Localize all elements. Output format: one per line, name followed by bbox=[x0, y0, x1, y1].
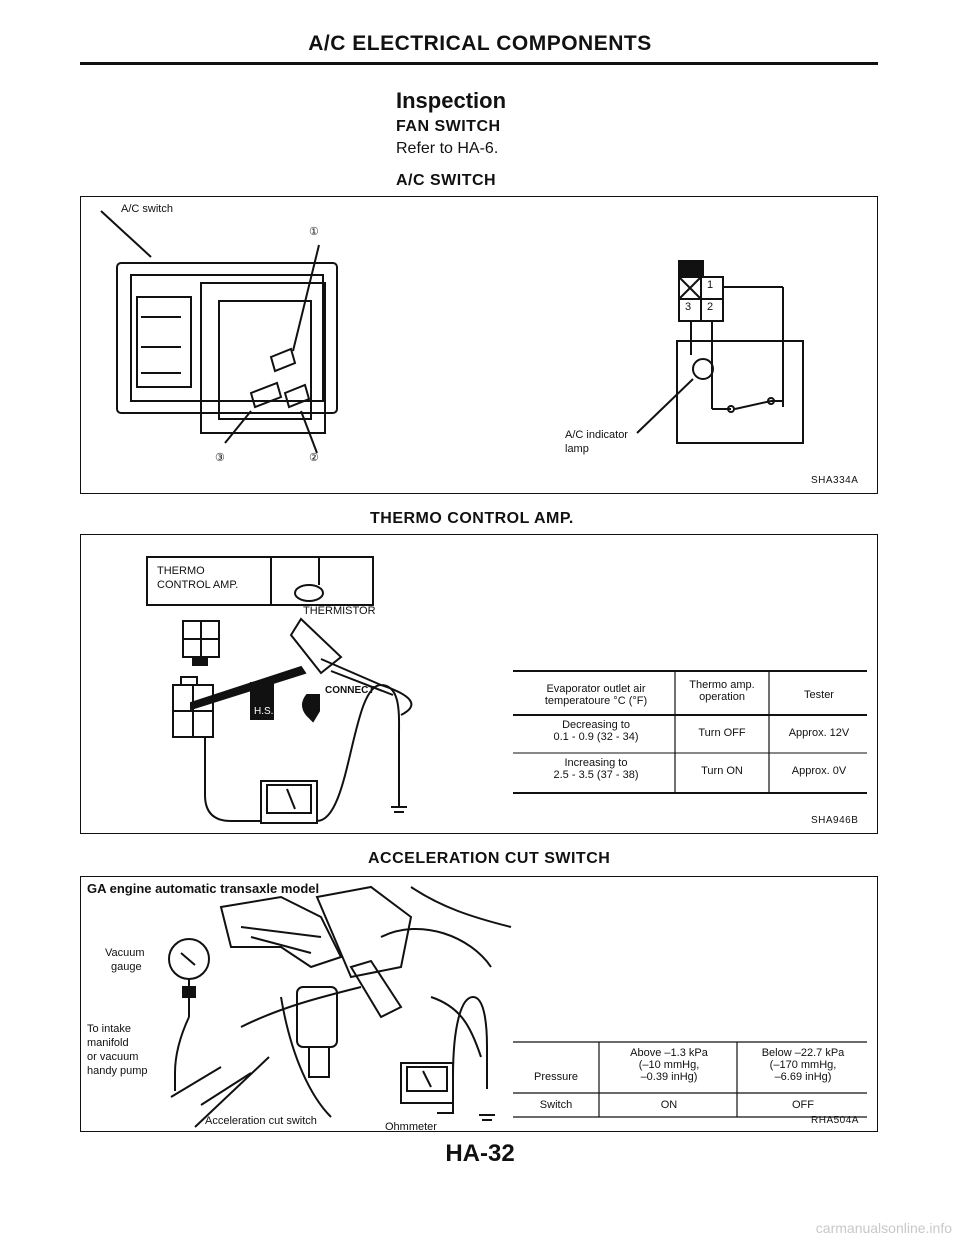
hs-label: H.S. bbox=[254, 706, 274, 717]
accel-drawing bbox=[168, 885, 867, 1128]
fan-switch-title: FAN SWITCH bbox=[396, 118, 501, 135]
ac-switch-label: A/C switch bbox=[121, 203, 173, 215]
ac-switch-figure: A/C switch ① ② ③ 1 2 3 A/C indicator lam… bbox=[80, 196, 878, 494]
thermo-col-2-header: Thermo amp.operation bbox=[689, 679, 755, 703]
accel-switch-header: Switch bbox=[539, 1099, 573, 1111]
thermo-figure: THERMO CONTROL AMP. THERMISTOR CONNECT H… bbox=[80, 534, 878, 834]
pin-2-label: ② bbox=[309, 452, 319, 464]
figure-code: SHA334A bbox=[811, 475, 859, 486]
watermark: carmanualsonline.info bbox=[815, 1220, 952, 1236]
accel-title: ACCELERATION CUT SWITCH bbox=[368, 850, 611, 867]
intake-label-3: or vacuum bbox=[87, 1051, 139, 1063]
accel-switch-off: OFF bbox=[792, 1099, 814, 1111]
intake-label-4: handy pump bbox=[87, 1065, 148, 1077]
figure-code: SHA946B bbox=[811, 815, 859, 826]
thermo-row-2-tester: Approx. 0V bbox=[791, 765, 847, 777]
accel-pressure-on: Above –1.3 kPa(–10 mmHg,–0.39 inHg) bbox=[630, 1047, 708, 1083]
page-number: HA-32 bbox=[445, 1140, 515, 1167]
lamp-label: lamp bbox=[565, 443, 589, 455]
figure-code: RHA504A bbox=[811, 1115, 859, 1126]
ac-switch-title: A/C SWITCH bbox=[396, 172, 497, 189]
thermistor-label: THERMISTOR bbox=[303, 605, 376, 617]
thermo-row-1-op: Turn OFF bbox=[698, 727, 746, 739]
accel-figure: GA engine automatic transaxle model Vacu… bbox=[80, 876, 878, 1133]
accel-pressure-off: Below –22.7 kPa(–170 mmHg,–6.69 inHg) bbox=[761, 1047, 845, 1083]
thermo-row-2-op: Turn ON bbox=[701, 765, 743, 777]
connector-pin-2: 2 bbox=[707, 301, 714, 313]
intake-label-2: manifold bbox=[87, 1037, 129, 1049]
pin-3-label: ③ bbox=[215, 452, 225, 464]
model-label: GA engine automatic transaxle model bbox=[87, 881, 320, 896]
thermo-col-3-header: Tester bbox=[804, 689, 834, 701]
section-title: Inspection bbox=[396, 88, 507, 113]
connector-pin-1: 1 bbox=[707, 279, 714, 291]
thermo-amp-label-1: THERMO bbox=[157, 565, 205, 577]
connect-label: CONNECT bbox=[325, 685, 375, 696]
connector-pin-3: 3 bbox=[685, 301, 692, 313]
accel-pressure-header: Pressure bbox=[533, 1071, 579, 1083]
fan-switch-text: Refer to HA-6. bbox=[396, 140, 499, 157]
header-rule bbox=[80, 62, 878, 65]
cut-switch-label: Acceleration cut switch bbox=[205, 1115, 317, 1127]
ac-switch-drawing bbox=[100, 210, 804, 454]
thermo-drawing bbox=[146, 556, 867, 824]
gauge-label: gauge bbox=[111, 961, 142, 973]
pin-1-label: ① bbox=[309, 226, 319, 238]
ohmmeter-label: Ohmmeter bbox=[385, 1121, 437, 1133]
thermo-row-1-tester: Approx. 12V bbox=[788, 727, 850, 739]
page-header: A/C ELECTRICAL COMPONENTS bbox=[308, 32, 652, 55]
vacuum-label: Vacuum bbox=[105, 947, 145, 959]
thermo-amp-label-2: CONTROL AMP. bbox=[157, 579, 239, 591]
intake-label-1: To intake bbox=[87, 1023, 132, 1035]
thermo-title: THERMO CONTROL AMP. bbox=[370, 510, 574, 527]
accel-switch-on: ON bbox=[660, 1099, 678, 1111]
indicator-label: A/C indicator bbox=[565, 429, 628, 441]
